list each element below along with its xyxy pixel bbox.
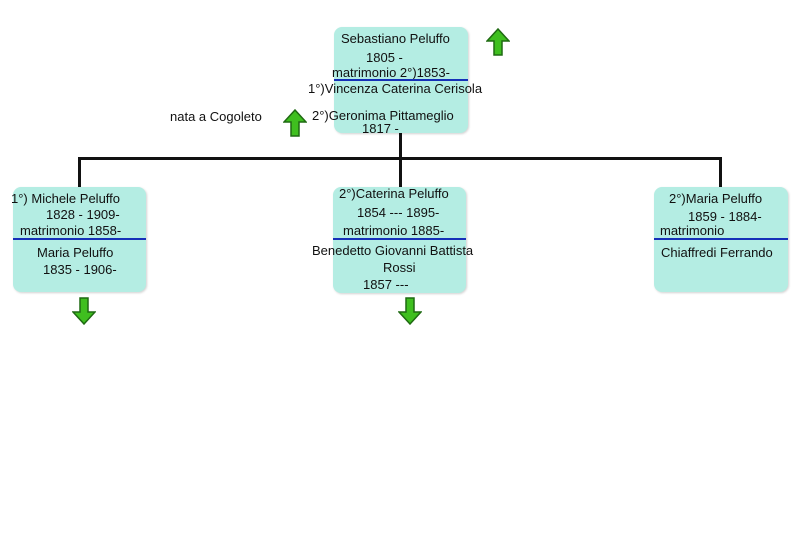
root-separator [334, 79, 468, 81]
child-1-connector [78, 157, 81, 188]
root-spouse-2-name: 2°)Geronima Pittameglio [312, 108, 454, 123]
child-1-marriage: matrimonio 1858- [20, 223, 122, 238]
child-1-descendants-down-arrow[interactable] [72, 297, 96, 325]
child-3-marriage: matrimonio [660, 223, 725, 238]
child-2-dates: 1854 --- 1895- [357, 205, 440, 220]
child-1-separator [13, 238, 146, 240]
child-1-dates: 1828 - 1909- [46, 207, 120, 222]
spouse-birthplace-note: nata a Cogoleto [170, 109, 262, 124]
spouse-ancestors-up-arrow[interactable] [283, 109, 307, 137]
child-1-spouse-name: Maria Peluffo [37, 245, 114, 260]
arrow-down-icon [398, 297, 422, 325]
root-marriage: matrimonio 2°)1853- [332, 65, 450, 80]
root-name: Sebastiano Peluffo [341, 31, 450, 46]
child-1-name: 1°) Michele Peluffo [11, 191, 121, 206]
child-3-dates: 1859 - 1884- [688, 209, 762, 224]
child-3-separator [654, 238, 788, 240]
root-ancestors-up-arrow[interactable] [486, 28, 510, 56]
arrow-down-icon [72, 297, 96, 325]
child-3-connector [719, 157, 722, 188]
child-2-connector [399, 157, 402, 188]
child-3-spouse-name: Chiaffredi Ferrando [661, 245, 773, 260]
child-2-spouse-name-line-1: Benedetto Giovanni Battista [312, 243, 474, 258]
child-2-spouse-name-line-2: Rossi [383, 260, 416, 275]
root-dates: 1805 - [366, 50, 403, 65]
child-1-spouse-dates: 1835 - 1906- [43, 262, 117, 277]
root-spouse-2-dates: 1817 - [362, 121, 399, 136]
root-vertical-connector [399, 132, 402, 159]
child-2-marriage: matrimonio 1885- [343, 223, 445, 238]
child-3-name: 2°)Maria Peluffo [669, 191, 763, 206]
child-2-descendants-down-arrow[interactable] [398, 297, 422, 325]
child-2-name: 2°)Caterina Peluffo [339, 186, 449, 201]
root-spouse-1: 1°)Vincenza Caterina Cerisola [308, 81, 483, 96]
arrow-up-icon [486, 28, 510, 56]
child-2-spouse-dates: 1857 --- [363, 277, 409, 292]
child-2-separator [333, 238, 466, 240]
child-card-caterina[interactable] [333, 187, 466, 293]
arrow-up-icon [283, 109, 307, 137]
